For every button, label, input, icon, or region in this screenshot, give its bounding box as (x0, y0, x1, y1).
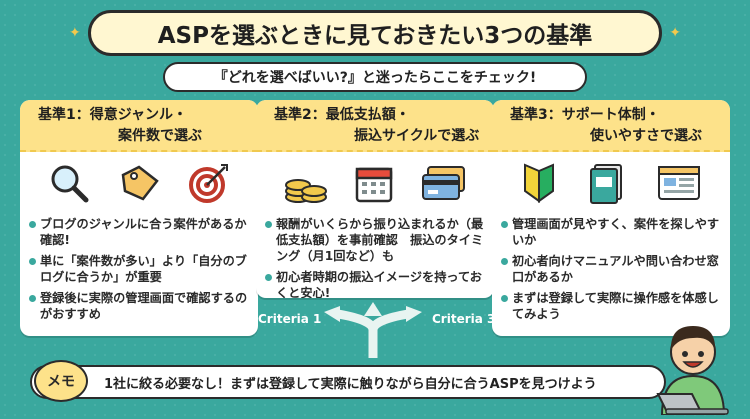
person-with-laptop-illustration (656, 326, 729, 415)
dashboard-window-icon (658, 166, 700, 200)
page-title: ✦ ASPを選ぶときに見ておきたい3つの基準 ✦ (69, 10, 681, 56)
subtitle: 『どれを選べばいい?』と迷ったらここをチェック! (163, 62, 587, 92)
list-item: まずは登録して実際に操作感を体感してみよう (501, 291, 719, 321)
page-title-text: ASPを選ぶときに見ておきたい3つの基準 (157, 23, 593, 49)
sparkle-icon: ✦ (69, 25, 81, 41)
list-item: 報酬がいくらから振り込まれるか（最低支払額）を事前確認 振込のタイミング（月1回… (265, 217, 484, 263)
criteria-card-title-line2: 使いやすさで選ぶ (590, 128, 702, 144)
target-icon (189, 164, 228, 203)
coins-icon (285, 179, 327, 203)
criteria-icons (492, 152, 730, 214)
memo-box (30, 365, 666, 399)
beginner-mark-icon (524, 163, 554, 203)
criteria-card-title-line2: 案件数で選ぶ (118, 128, 202, 144)
criteria-card-1: 基準1：得意ジャンル・ 案件数で選ぶ ブログのジャンルに合う案件があるか確認! … (20, 100, 258, 336)
calendar-icon (355, 167, 393, 203)
list-item: 初心者向けマニュアルや問い合わせ窓口があるか (501, 254, 719, 284)
manual-book-icon (590, 164, 622, 204)
criteria-bullet-list: 報酬がいくらから振り込まれるか（最低支払額）を事前確認 振込のタイミング（月1回… (256, 214, 494, 298)
list-item: 登録後に実際の管理画面で確認するのがおすすめ (29, 291, 248, 321)
criteria-card-title-line1: 基準3：サポート体制・ (510, 107, 660, 123)
criteria-card-title-line2: 振込サイクルで選ぶ (354, 128, 480, 144)
criteria-3-label: Criteria 3 (432, 312, 496, 326)
price-tag-icon (121, 165, 159, 201)
criteria-icons (20, 152, 258, 214)
list-item: ブログのジャンルに合う案件があるか確認! (29, 217, 247, 247)
subtitle-text: 『どれを選べばいい?』と迷ったらここをチェック! (213, 70, 537, 86)
criteria-card-header: 基準3：サポート体制・ 使いやすさで選ぶ (492, 100, 730, 152)
criteria-bullet-list: ブログのジャンルに合う案件があるか確認! 単に「案件数が多い」より「自分のブログ… (20, 214, 258, 322)
criteria-card-title-line1: 基準1：得意ジャンル・ (38, 107, 188, 123)
crossroads-arrow-icon (324, 302, 422, 358)
list-item: 単に「案件数が多い」より「自分のブログに合うか」が重要 (29, 254, 247, 284)
criteria-1-label: Criteria 1 (258, 312, 322, 326)
criteria-card-header: 基準2：最低支払額・ 振込サイクルで選ぶ (256, 100, 494, 152)
criteria-card-title-line1: 基準2：最低支払額・ (274, 107, 410, 123)
credit-card-icon (422, 166, 465, 200)
memo-text: 1社に絞る必要なし！まずは登録して実際に触りながら自分に合うASPを見つけよう (104, 377, 597, 392)
criteria-card-2: 基準2：最低支払額・ 振込サイクルで選ぶ 報酬がいくらから振り込まれるか（最低支… (256, 100, 494, 298)
criteria-icons (256, 152, 494, 214)
magnifier-icon (51, 165, 89, 203)
criteria-card-3: 基準3：サポート体制・ 使いやすさで選ぶ 管理画面が見やすく、案件を探しやすいか… (492, 100, 730, 336)
memo-tag: メモ (34, 360, 88, 402)
criteria-card-header: 基準1：得意ジャンル・ 案件数で選ぶ (20, 100, 258, 152)
list-item: 管理画面が見やすく、案件を探しやすいか (501, 217, 720, 247)
criteria-bullet-list: 管理画面が見やすく、案件を探しやすいか 初心者向けマニュアルや問い合わせ窓口があ… (492, 214, 730, 322)
list-item: 初心者時期の振込イメージを持っておくと安心! (265, 269, 484, 298)
memo-tag-text: メモ (47, 374, 75, 390)
sparkle-icon: ✦ (669, 25, 681, 41)
